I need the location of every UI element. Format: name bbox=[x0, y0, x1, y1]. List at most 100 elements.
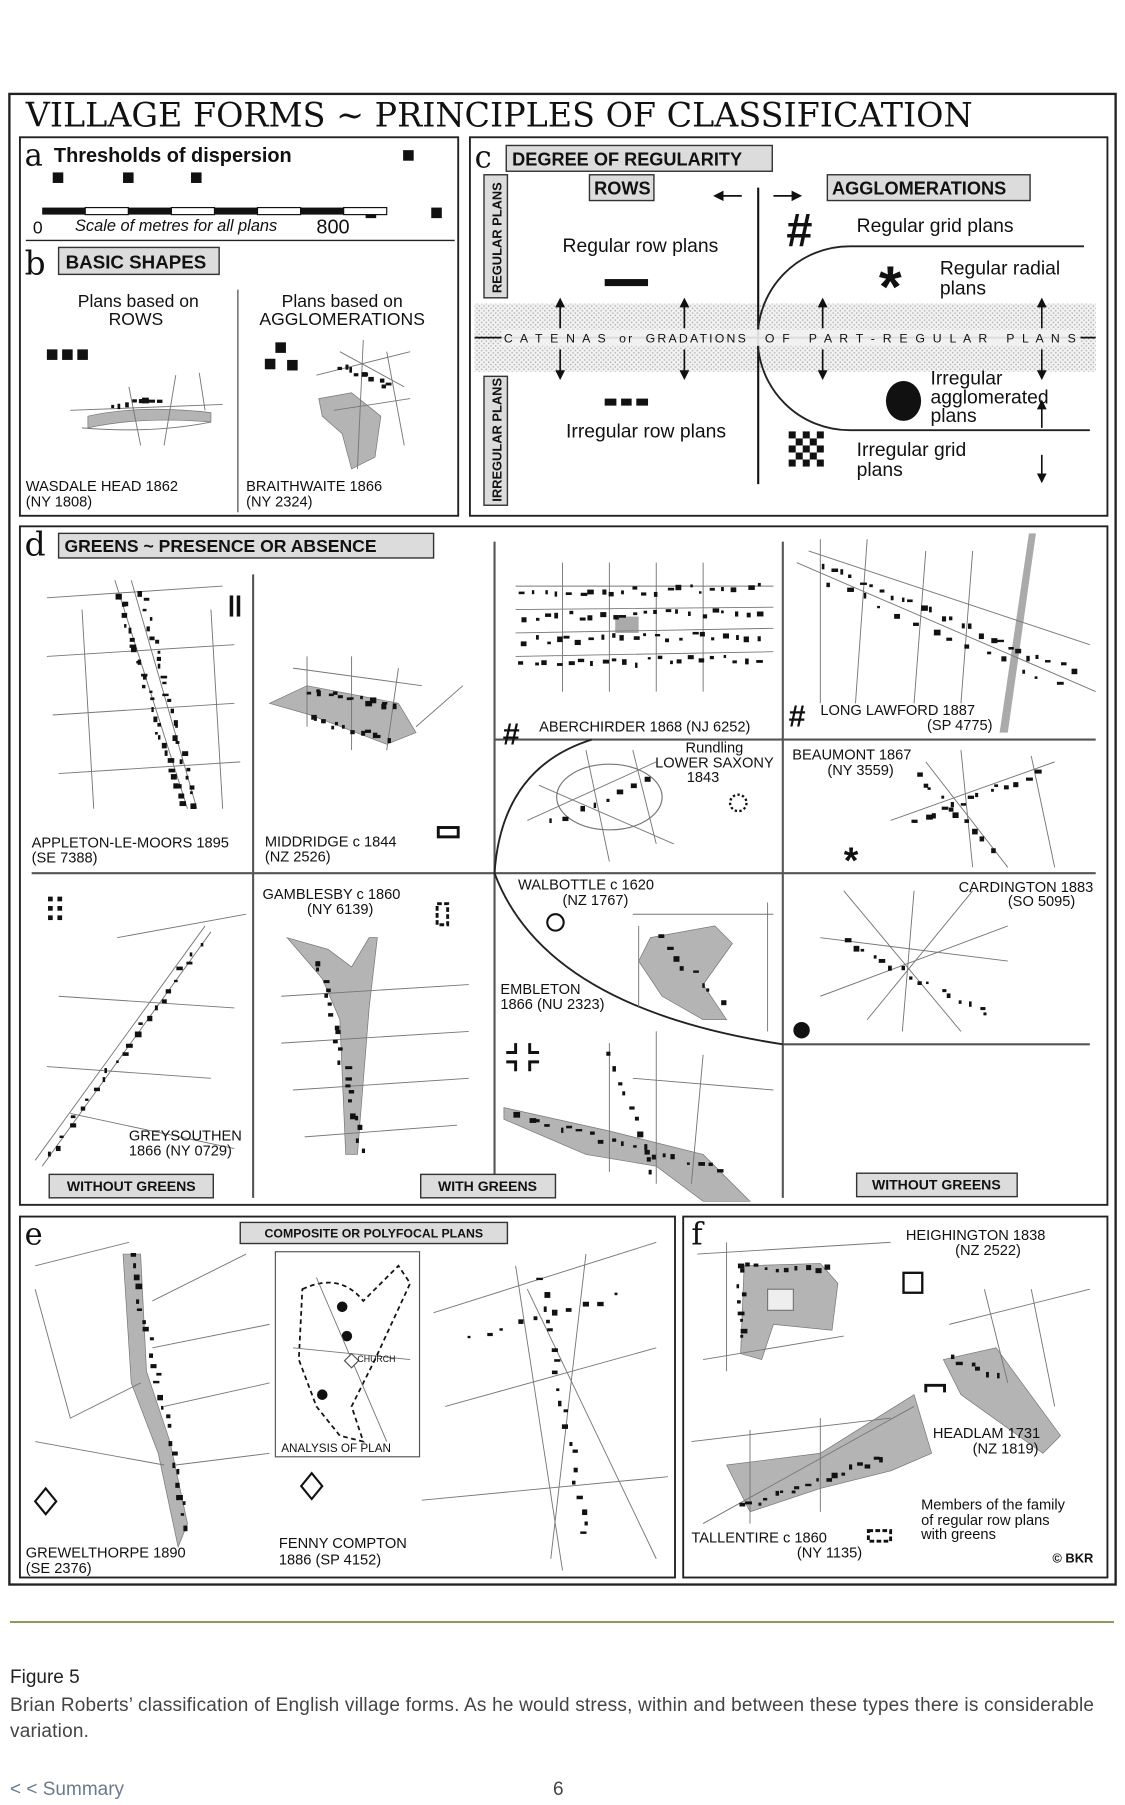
analysis-of-plan-diagram bbox=[292, 1264, 412, 1443]
building bbox=[950, 801, 954, 808]
building bbox=[816, 1478, 819, 1482]
panel-d-heading: GREENS ~ PRESENCE OR ABSENCE bbox=[64, 536, 376, 556]
regular-row-icon bbox=[604, 279, 649, 287]
rundling-map bbox=[527, 750, 675, 862]
agglomeration-symbol-icon bbox=[264, 342, 298, 371]
building bbox=[150, 697, 155, 701]
building bbox=[675, 609, 678, 614]
building bbox=[337, 695, 343, 699]
without-greens-right-label: WITHOUT GREENS bbox=[872, 1177, 1001, 1193]
building bbox=[878, 958, 886, 963]
irregular-grid-icon bbox=[788, 431, 824, 467]
building bbox=[942, 989, 947, 993]
building bbox=[901, 597, 905, 603]
analysis-label: ANALYSIS OF PLAN bbox=[281, 1442, 391, 1455]
building bbox=[644, 1149, 650, 1155]
building bbox=[961, 623, 965, 629]
building bbox=[775, 1268, 779, 1273]
building bbox=[332, 691, 338, 695]
building bbox=[857, 1462, 863, 1466]
summary-back-link[interactable]: < < Summary bbox=[10, 1779, 125, 1800]
scale-bar-segment bbox=[343, 206, 388, 216]
building bbox=[554, 591, 558, 597]
building bbox=[573, 1467, 578, 1473]
building bbox=[584, 1521, 588, 1526]
building bbox=[151, 707, 154, 713]
building bbox=[980, 1007, 986, 1011]
building bbox=[131, 647, 137, 653]
building bbox=[170, 708, 175, 714]
building bbox=[547, 641, 551, 645]
building bbox=[826, 1478, 833, 1482]
building bbox=[544, 1124, 550, 1127]
building bbox=[698, 1162, 706, 1166]
building bbox=[997, 1372, 1000, 1379]
building bbox=[547, 1328, 553, 1332]
building bbox=[732, 660, 737, 664]
row-symbol-icon bbox=[46, 349, 88, 360]
building bbox=[587, 589, 594, 595]
family-note-2: of regular row plans bbox=[921, 1513, 1049, 1529]
building bbox=[708, 1162, 713, 1167]
fenny-compton-label: FENNY COMPTON bbox=[279, 1536, 407, 1552]
building bbox=[561, 1127, 564, 1133]
embleton-label: EMBLETON bbox=[500, 982, 580, 998]
irregular-agg-label-1: Irregular bbox=[930, 369, 1003, 390]
long-lawford-grid-icon: # bbox=[789, 700, 806, 734]
building bbox=[382, 701, 388, 705]
building bbox=[670, 660, 673, 665]
building bbox=[361, 1148, 366, 1154]
building bbox=[948, 807, 954, 812]
building bbox=[723, 655, 727, 659]
irregular-row-icon bbox=[604, 398, 649, 406]
irregular-green-icon bbox=[435, 902, 450, 927]
building bbox=[758, 1502, 762, 1506]
building bbox=[756, 660, 763, 663]
building bbox=[551, 1370, 558, 1375]
building bbox=[928, 606, 932, 613]
building bbox=[369, 697, 377, 704]
building bbox=[518, 591, 525, 595]
building bbox=[633, 636, 640, 640]
building bbox=[182, 751, 189, 757]
building bbox=[987, 651, 992, 655]
aberchirder-label: ABERCHIRDER 1868 (NJ 6252) bbox=[539, 719, 750, 735]
building bbox=[926, 814, 933, 820]
building bbox=[176, 966, 183, 971]
building bbox=[149, 636, 155, 641]
building bbox=[47, 1151, 51, 1157]
building bbox=[764, 1267, 768, 1271]
building bbox=[775, 1490, 780, 1496]
gamblesby-map bbox=[281, 936, 469, 1155]
building bbox=[964, 819, 970, 823]
building bbox=[165, 989, 172, 994]
building bbox=[167, 758, 175, 763]
building bbox=[1001, 656, 1007, 662]
building bbox=[699, 591, 702, 594]
building bbox=[561, 1424, 569, 1429]
building bbox=[121, 612, 128, 618]
fenny-compton-ref: 1886 (SP 4152) bbox=[279, 1553, 381, 1569]
building bbox=[753, 1263, 759, 1267]
building bbox=[941, 806, 949, 810]
grewelthorpe-map bbox=[34, 1241, 270, 1549]
building bbox=[1008, 647, 1014, 650]
building bbox=[580, 1531, 587, 1534]
building bbox=[166, 1414, 171, 1419]
building bbox=[557, 636, 563, 643]
green-row-icon bbox=[436, 826, 460, 839]
building bbox=[582, 1301, 589, 1307]
building bbox=[70, 1115, 76, 1119]
building bbox=[545, 613, 552, 617]
building bbox=[748, 585, 755, 590]
building bbox=[148, 399, 156, 403]
building bbox=[346, 697, 352, 701]
building bbox=[536, 1277, 543, 1281]
building bbox=[844, 938, 852, 943]
lower-saxony-label: LOWER SAXONY bbox=[655, 756, 774, 772]
building bbox=[1071, 668, 1078, 675]
building bbox=[706, 988, 710, 992]
building bbox=[849, 1464, 853, 1470]
building bbox=[467, 1335, 471, 1339]
without-greens-left-box bbox=[48, 1173, 214, 1199]
